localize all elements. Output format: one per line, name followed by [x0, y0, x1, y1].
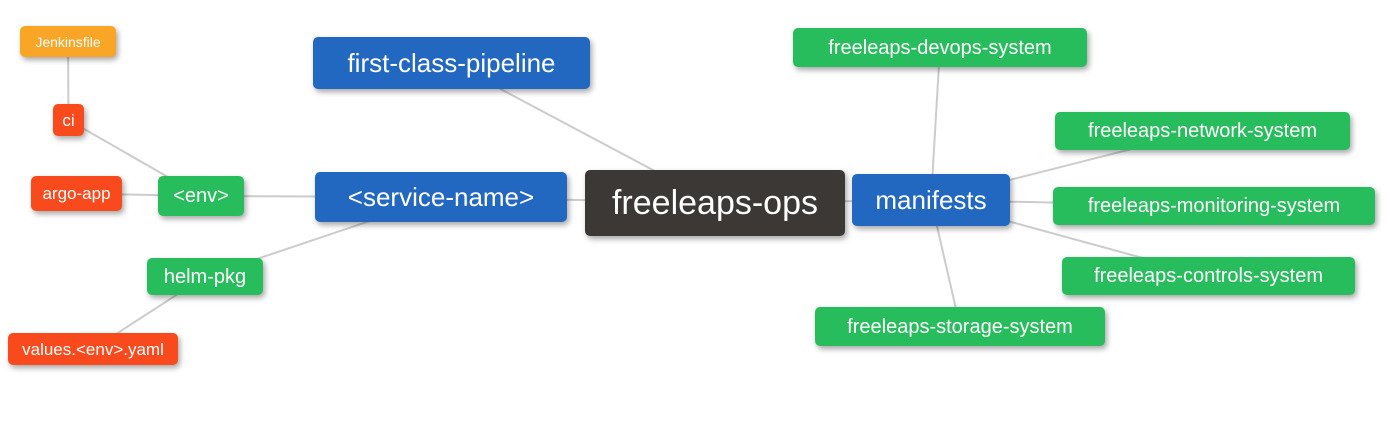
node-ci[interactable]: ci	[53, 104, 84, 136]
node-values-env-yaml[interactable]: values.<env>.yaml	[8, 333, 178, 365]
node-argo-app[interactable]: argo-app	[31, 176, 122, 211]
node-service-name[interactable]: <service-name>	[315, 172, 567, 222]
node-first-class-pipeline[interactable]: first-class-pipeline	[313, 37, 590, 89]
node-freeleaps-devops-system[interactable]: freeleaps-devops-system	[793, 28, 1087, 67]
node-freeleaps-storage-system[interactable]: freeleaps-storage-system	[815, 307, 1105, 346]
node-helm-pkg[interactable]: helm-pkg	[147, 258, 263, 295]
node-jenkinsfile[interactable]: Jenkinsfile	[20, 26, 116, 57]
node-manifests[interactable]: manifests	[852, 174, 1010, 226]
node-freeleaps-network-system[interactable]: freeleaps-network-system	[1055, 112, 1350, 150]
node-freeleaps-controls-system[interactable]: freeleaps-controls-system	[1062, 257, 1355, 295]
node-freeleaps-monitoring-system[interactable]: freeleaps-monitoring-system	[1053, 187, 1375, 225]
node-freeleaps-ops[interactable]: freeleaps-ops	[585, 170, 845, 236]
node-env[interactable]: <env>	[158, 176, 244, 216]
